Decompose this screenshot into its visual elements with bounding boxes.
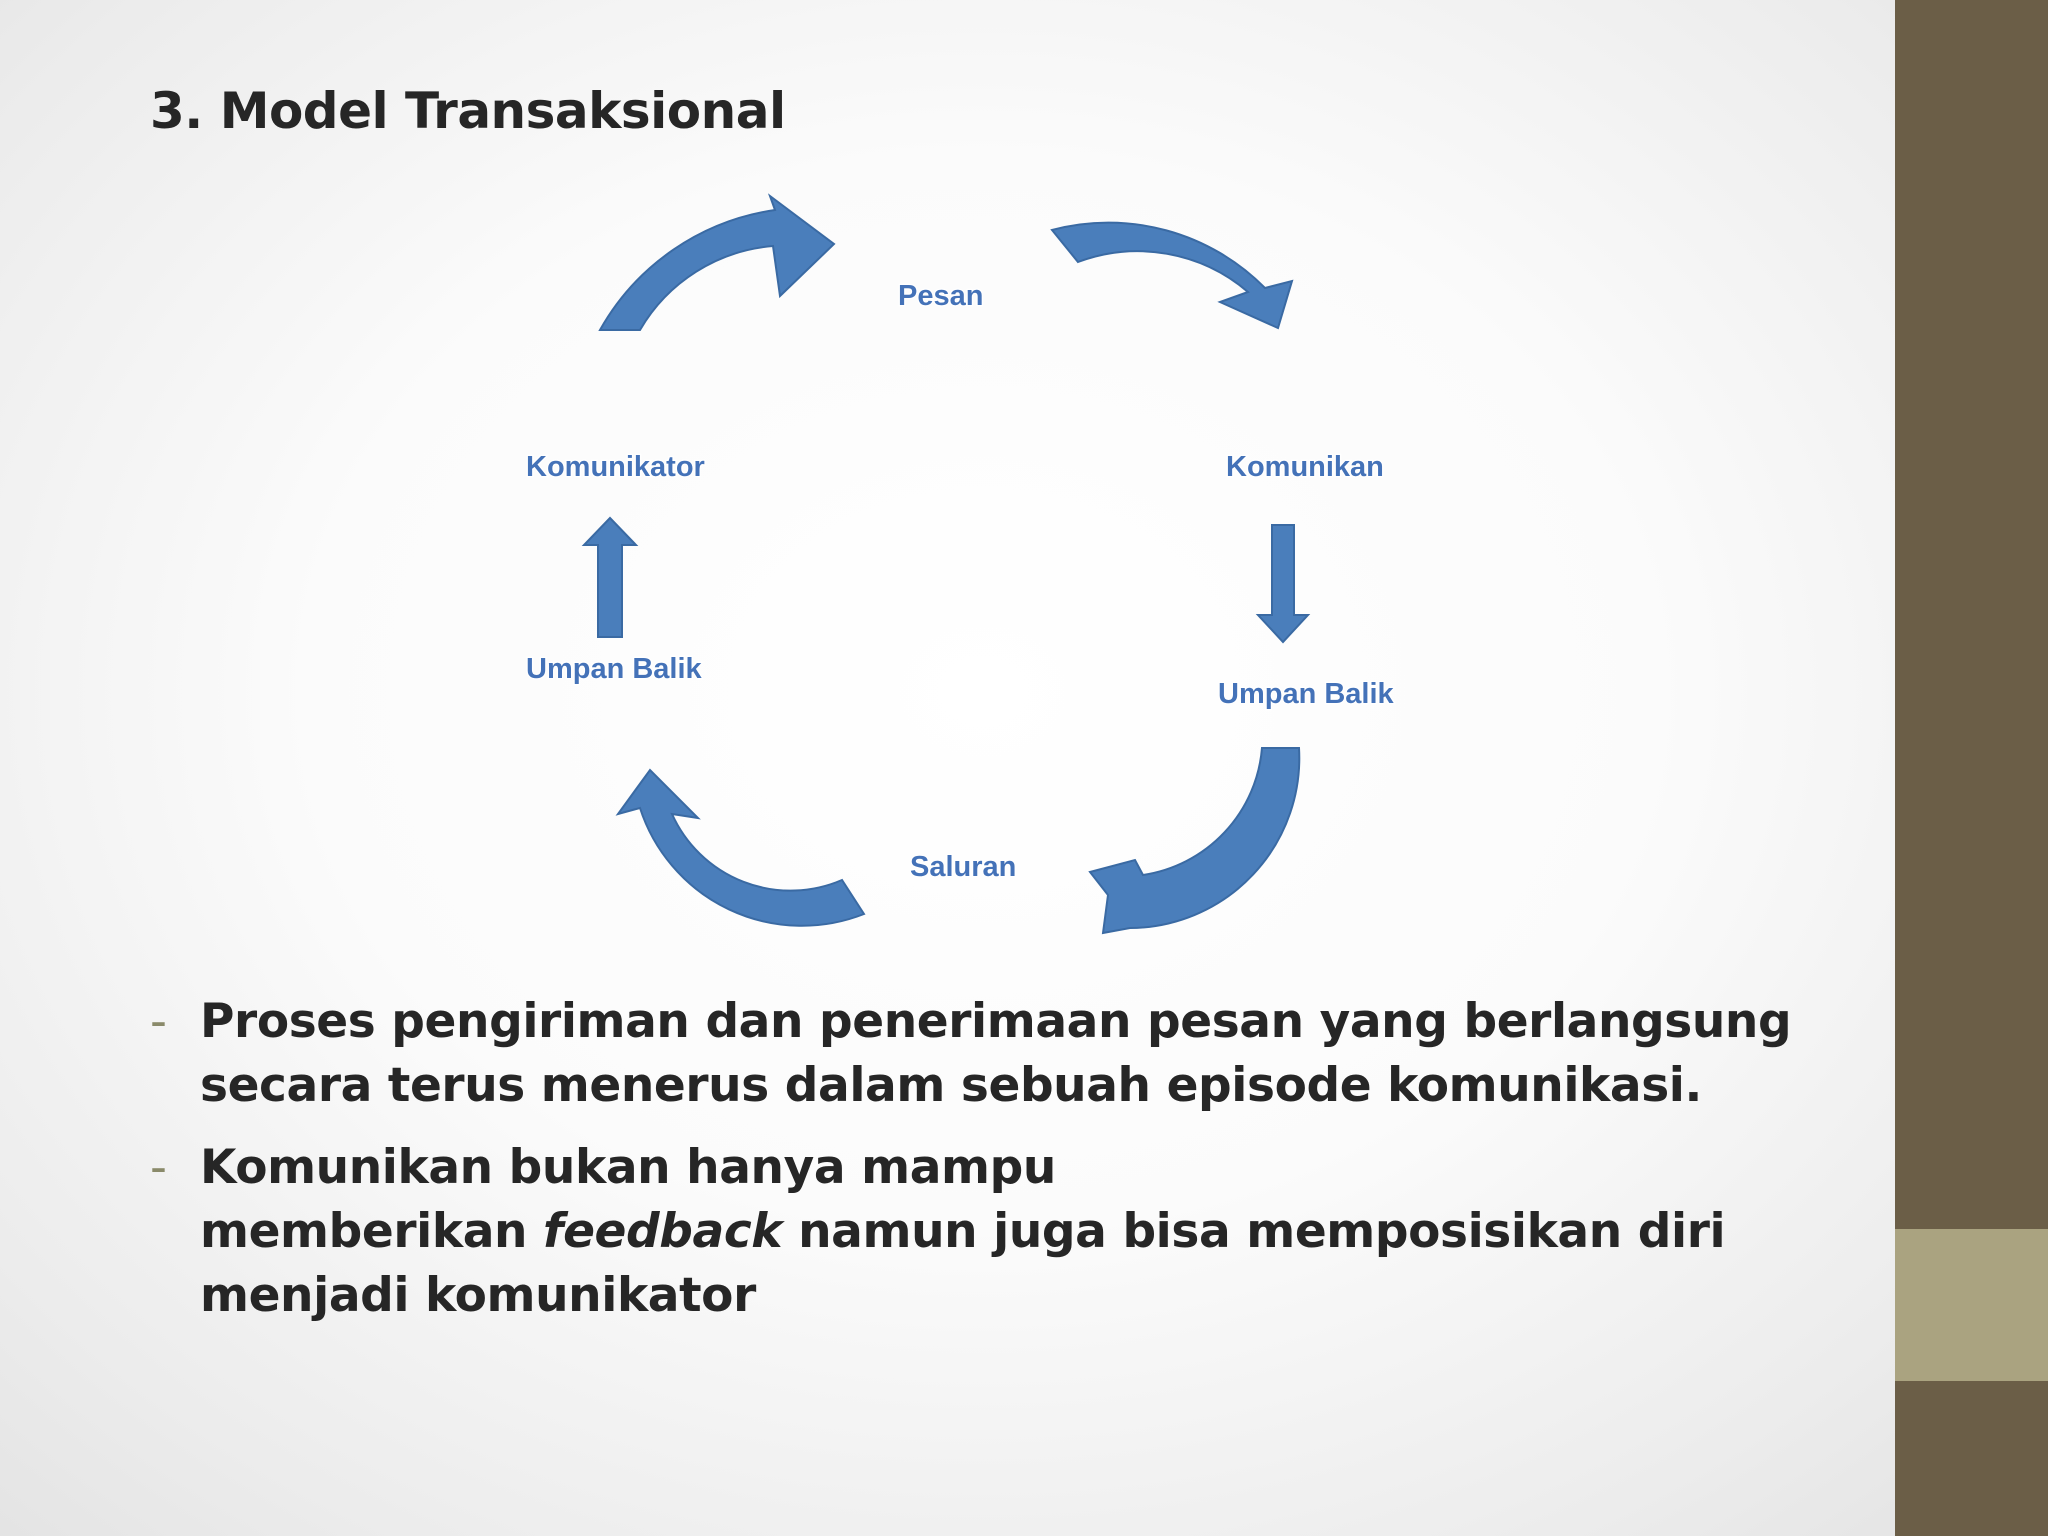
transactional-model-diagram: Pesan Komunikator Komunikan Umpan Balik …: [525, 193, 1396, 935]
bullet-list: - Proses pengiriman dan penerimaan pesan…: [150, 990, 1850, 1346]
sidebar-accent-block: [1895, 1229, 2048, 1381]
up-arrow: [581, 516, 639, 638]
curved-arrow-top-left: [598, 193, 836, 331]
curved-arrow-bottom-left: [615, 768, 866, 927]
label-saluran: Saluran: [910, 851, 1016, 883]
bullet-emphasis: feedback: [543, 1204, 783, 1259]
label-pesan: Pesan: [898, 280, 983, 312]
curved-arrow-bottom-right: [1088, 747, 1301, 935]
label-umpan-balik-left: Umpan Balik: [526, 653, 703, 685]
label-umpan-balik-right: Umpan Balik: [1218, 678, 1395, 710]
bullet-item: - Proses pengiriman dan penerimaan pesan…: [150, 990, 1850, 1118]
bullet-marker: -: [150, 1140, 167, 1195]
bullet-text: namun juga bisa memposisikan diri menjad…: [200, 1204, 1726, 1323]
label-komunikator: Komunikator: [526, 451, 705, 483]
down-arrow: [1255, 524, 1311, 644]
bullet-text: Proses pengiriman dan penerimaan pesan y…: [200, 994, 1792, 1113]
bullet-text: memberikan: [200, 1204, 544, 1259]
bullet-marker: -: [150, 994, 167, 1049]
bullet-text: Komunikan bukan hanya mampu: [200, 1140, 1056, 1195]
bullet-item: - Komunikan bukan hanya mampu memberikan…: [150, 1136, 1850, 1328]
curved-arrow-top-right: [1050, 221, 1294, 330]
slide-title: 3. Model Transaksional: [150, 82, 786, 140]
label-komunikan: Komunikan: [1226, 451, 1384, 483]
